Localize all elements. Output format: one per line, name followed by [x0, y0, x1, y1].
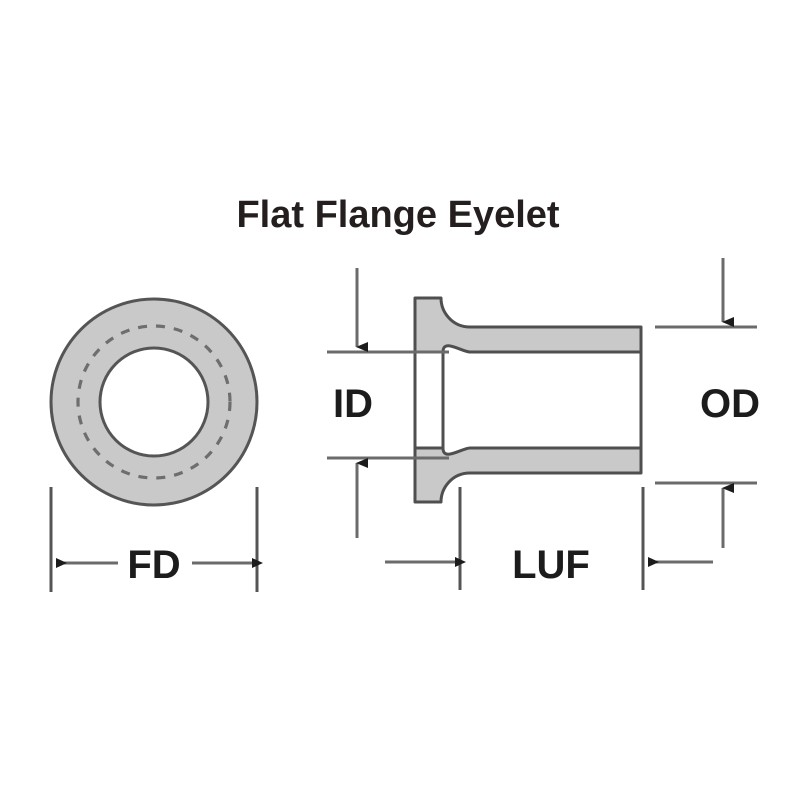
diagram-title: Flat Flange Eyelet	[236, 194, 559, 236]
dimension-od: OD	[655, 258, 760, 548]
dimension-luf: LUF	[385, 487, 713, 590]
fd-label: FD	[127, 543, 180, 587]
id-label: ID	[333, 382, 373, 426]
od-label: OD	[700, 382, 760, 426]
bore-inner-circle	[98, 346, 210, 458]
front-circular-view	[49, 297, 259, 507]
hidden-barrel-dashed-circle	[76, 324, 232, 480]
luf-label: LUF	[512, 543, 590, 587]
dimension-id: ID	[327, 268, 449, 538]
cross-section-side-view	[413, 296, 643, 504]
dimension-fd: FD	[49, 487, 263, 592]
